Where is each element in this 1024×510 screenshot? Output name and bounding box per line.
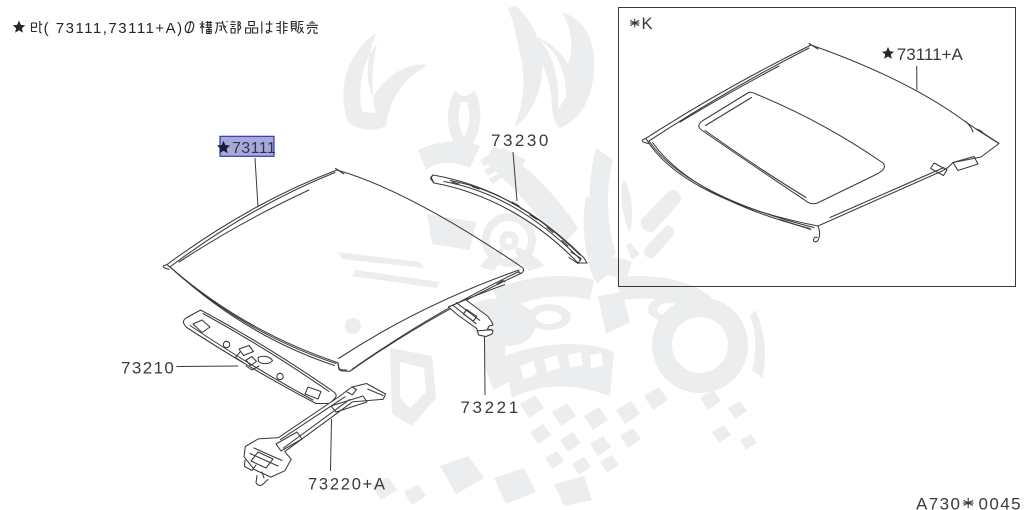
- svg-text:A730: A730: [916, 495, 961, 510]
- svg-text:( 73111,73111+A): ( 73111,73111+A): [44, 20, 184, 37]
- svg-text:73111+A: 73111+A: [897, 45, 964, 64]
- svg-text:0045: 0045: [979, 495, 1022, 510]
- svg-text:K: K: [642, 15, 653, 33]
- svg-text:73221: 73221: [461, 398, 521, 417]
- svg-text:73220+A: 73220+A: [308, 476, 387, 494]
- svg-text:73230: 73230: [491, 131, 551, 150]
- svg-text:73111: 73111: [232, 140, 276, 157]
- svg-text:73210: 73210: [121, 359, 175, 378]
